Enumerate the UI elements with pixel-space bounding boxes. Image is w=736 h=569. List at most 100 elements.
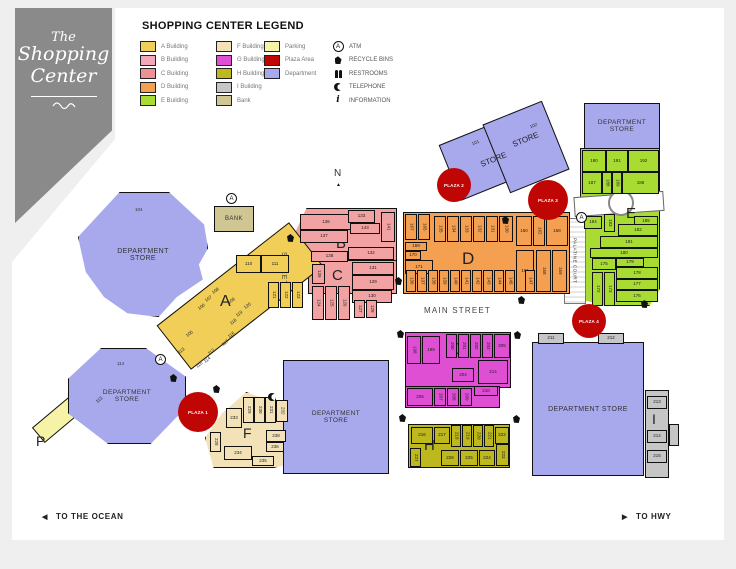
store-cell: 183: [604, 214, 615, 232]
recycle-icon: [502, 216, 509, 224]
store-cell: 180: [590, 248, 658, 258]
store-cell: 123: [292, 282, 303, 308]
recycle-icon: [395, 277, 402, 285]
recycle-icon: [399, 414, 406, 422]
store-cell: 125: [325, 286, 337, 320]
store-cell: 191: [606, 150, 628, 172]
store-cell: 159: [552, 250, 567, 292]
store-cell: 111: [261, 255, 289, 273]
store-cell: 203: [482, 334, 493, 358]
legend-item: C Building: [140, 67, 188, 81]
restrooms-icon: [332, 69, 344, 78]
recycle-icon: [518, 296, 525, 304]
logo-line-3: Center: [30, 65, 97, 87]
store-cell: 200: [446, 334, 457, 358]
legend-item: Department: [264, 67, 316, 81]
store-cell: 132: [473, 216, 485, 242]
legend-swatch: [264, 54, 280, 66]
store-cell: 162: [533, 216, 545, 246]
legend-item: A Building: [140, 40, 188, 54]
store-cell: 209: [460, 388, 472, 406]
store-cell: 213: [647, 396, 667, 409]
palatine-court-label: PALATINE COURT: [572, 238, 578, 284]
store-cell: 210: [474, 386, 498, 396]
store-cell: 110: [236, 255, 261, 273]
bank-label: BANK: [225, 216, 243, 222]
to-ocean-direction: ◀ TO THE OCEAN: [42, 512, 124, 521]
logo-line-1: The: [51, 30, 76, 45]
store-cell: 235: [252, 456, 274, 466]
store-cell: 234: [224, 446, 252, 460]
legend-swatch: [264, 68, 280, 80]
store-number: 114: [117, 361, 125, 366]
store-cell: 138: [311, 251, 348, 262]
bank-building: BANK: [214, 206, 254, 232]
legend-item: D Building: [140, 81, 188, 95]
store-cell: 216: [411, 427, 433, 444]
legend-icon-label: RECYCLE BINS: [349, 57, 394, 64]
building-letter: E: [626, 205, 637, 222]
legend-item: Bank: [216, 94, 265, 108]
department-store-label: DEPARTMENT STORE: [311, 410, 361, 424]
legend-item-label: A Building: [161, 43, 188, 50]
store-cell: 218: [451, 425, 461, 447]
store-cell: 139: [439, 270, 449, 292]
department-store-label: DEPARTMENT STORE: [117, 247, 169, 262]
building-letter: C: [332, 267, 343, 284]
store-cell: 220: [473, 425, 483, 447]
atm-icon: A: [576, 212, 587, 223]
logo-divider: [30, 96, 97, 97]
store-cell: 167: [405, 214, 417, 240]
plaza-circle: PLAZA 3: [528, 180, 568, 220]
store-cell: 189: [612, 172, 622, 194]
store-cell: 179: [616, 258, 644, 267]
recycle-icon: [170, 374, 177, 382]
legend-item-label: Plaza Area: [285, 57, 315, 64]
legend-item: I Building: [216, 81, 265, 95]
store-cell: 132: [348, 247, 394, 260]
store-cell: 168: [546, 216, 568, 246]
recycle-icon: [397, 330, 404, 338]
legend-item-label: Parking: [285, 43, 306, 50]
store-cell: 165: [418, 214, 430, 240]
legend-item: H Building: [216, 67, 265, 81]
store-cell: 121: [268, 282, 279, 308]
logo-line-2: Shopping: [17, 43, 110, 65]
store-cell: 198: [407, 336, 421, 364]
legend-icon-item: TELEPHONE: [332, 81, 393, 95]
building-letter: B: [336, 235, 347, 252]
store-cell: 205: [494, 334, 510, 358]
legend-item: G Building: [216, 54, 265, 68]
legend-item-label: H Building: [237, 70, 265, 77]
to-ocean-label: TO THE OCEAN: [55, 512, 124, 521]
store-cell: 145: [505, 270, 515, 292]
store-cell: 122: [280, 282, 291, 308]
north-arrow-icon: ▲: [336, 182, 341, 188]
logo-flourish-icon: [52, 102, 75, 110]
store-cell: 233: [226, 408, 242, 428]
store-cell: 182: [618, 224, 658, 236]
legend-swatch: [140, 81, 156, 93]
store-cell: 131: [352, 262, 394, 275]
legend-swatch: [140, 41, 156, 53]
store-cell: 133: [460, 216, 472, 242]
building-letter: I: [652, 411, 656, 427]
store-cell: 158: [536, 250, 551, 292]
legend-item-label: G Building: [237, 57, 265, 64]
department-store-southeast: DEPARTMENT STORE: [532, 342, 644, 476]
legend-item: F Building: [216, 40, 265, 54]
recycle-icon: [514, 331, 521, 339]
store-cell: 137: [417, 270, 427, 292]
legend-icon-label: ATM: [349, 43, 362, 50]
store-cell: 126: [338, 286, 350, 320]
building-letter: D: [462, 249, 475, 268]
store-cell: 215: [647, 450, 667, 463]
store-cell: 124: [312, 286, 324, 320]
store-cell: 232: [276, 400, 288, 422]
legend-item-label: B Building: [161, 57, 189, 64]
north-label: N: [334, 168, 342, 179]
main-street-label: MAIN STREET: [424, 306, 491, 315]
legend-swatch: [216, 68, 232, 80]
